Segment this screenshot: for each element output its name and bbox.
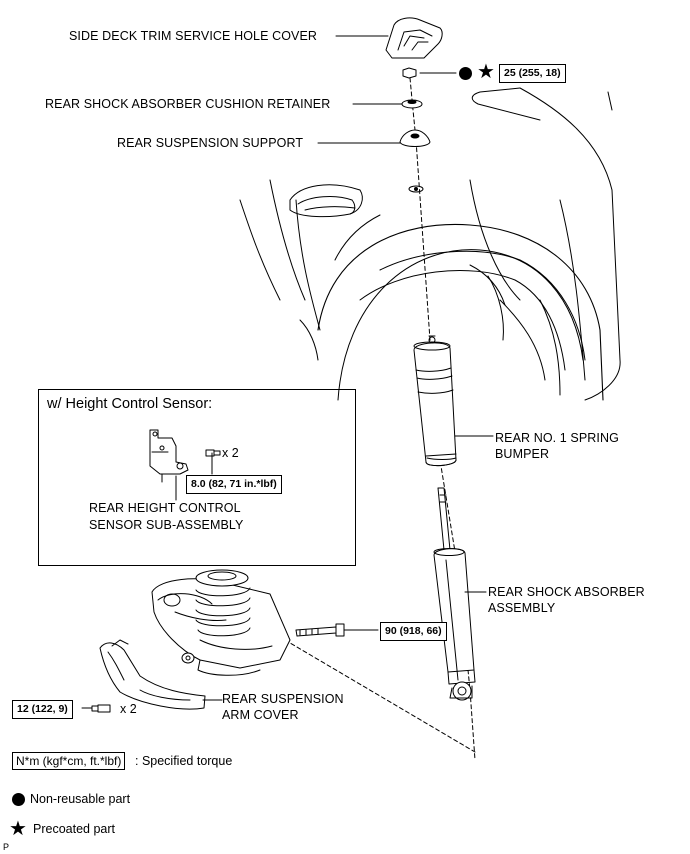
coil-spring: [195, 569, 251, 637]
cover-bolt-quantity: x 2: [120, 702, 137, 716]
label-side-deck-trim-cover: SIDE DECK TRIM SERVICE HOLE COVER: [69, 29, 318, 43]
legend-torque-text: : Specified torque: [135, 754, 233, 768]
shock-absorber: [433, 487, 476, 701]
body-panel-outline: [519, 87, 621, 401]
filled-circle-icon: [459, 67, 472, 80]
spring-bumper: [413, 335, 457, 467]
service-hole-cover: [385, 17, 443, 59]
label-shock-absorber-line2: ASSEMBLY: [488, 601, 556, 615]
wheel-arch-outline: [317, 223, 604, 401]
height-control-sensor-inset: [38, 389, 356, 566]
arm-cover: [99, 639, 206, 710]
label-shock-absorber-line1: REAR SHOCK ABSORBER: [488, 585, 645, 599]
lower-suspension-arm: [151, 578, 291, 676]
torque-sensor-bolt: 8.0 (82, 71 in.*lbf): [186, 475, 282, 494]
legend-filled-circle-icon: [12, 793, 25, 806]
torque-cover-bolt: 12 (122, 9): [12, 700, 73, 719]
legend-star-icon: ★: [9, 818, 27, 840]
label-height-sensor-line2: SENSOR SUB-ASSEMBLY: [89, 518, 244, 532]
label-spring-bumper-line1: REAR NO. 1 SPRING: [495, 431, 619, 445]
label-cushion-retainer: REAR SHOCK ABSORBER CUSHION RETAINER: [45, 97, 331, 111]
legend-precoated: Precoated part: [33, 822, 115, 836]
label-suspension-support: REAR SUSPENSION SUPPORT: [117, 136, 304, 150]
inset-title: w/ Height Control Sensor:: [47, 396, 213, 412]
torque-top-nut: 25 (255, 18): [499, 64, 566, 83]
door-handle-outline: [289, 184, 363, 218]
torque-lower-bolt: 90 (918, 66): [380, 622, 447, 641]
height-control-sensor: [149, 429, 189, 483]
lower-bolt: [295, 623, 345, 637]
label-height-sensor-line1: REAR HEIGHT CONTROL: [89, 501, 241, 515]
sensor-bolt-quantity: x 2: [222, 446, 239, 460]
top-nut: [402, 67, 417, 79]
label-arm-cover-line1: REAR SUSPENSION: [222, 692, 344, 706]
cover-bolt: [91, 704, 111, 713]
label-spring-bumper-line2: BUMPER: [495, 447, 550, 461]
star-icon: ★: [477, 61, 495, 83]
label-arm-cover-line2: ARM COVER: [222, 708, 299, 722]
legend-torque-box: N*m (kgf*cm, ft.*lbf): [12, 752, 126, 770]
corner-mark: P: [3, 842, 10, 852]
legend-nonreusable: Non-reusable part: [30, 792, 131, 806]
